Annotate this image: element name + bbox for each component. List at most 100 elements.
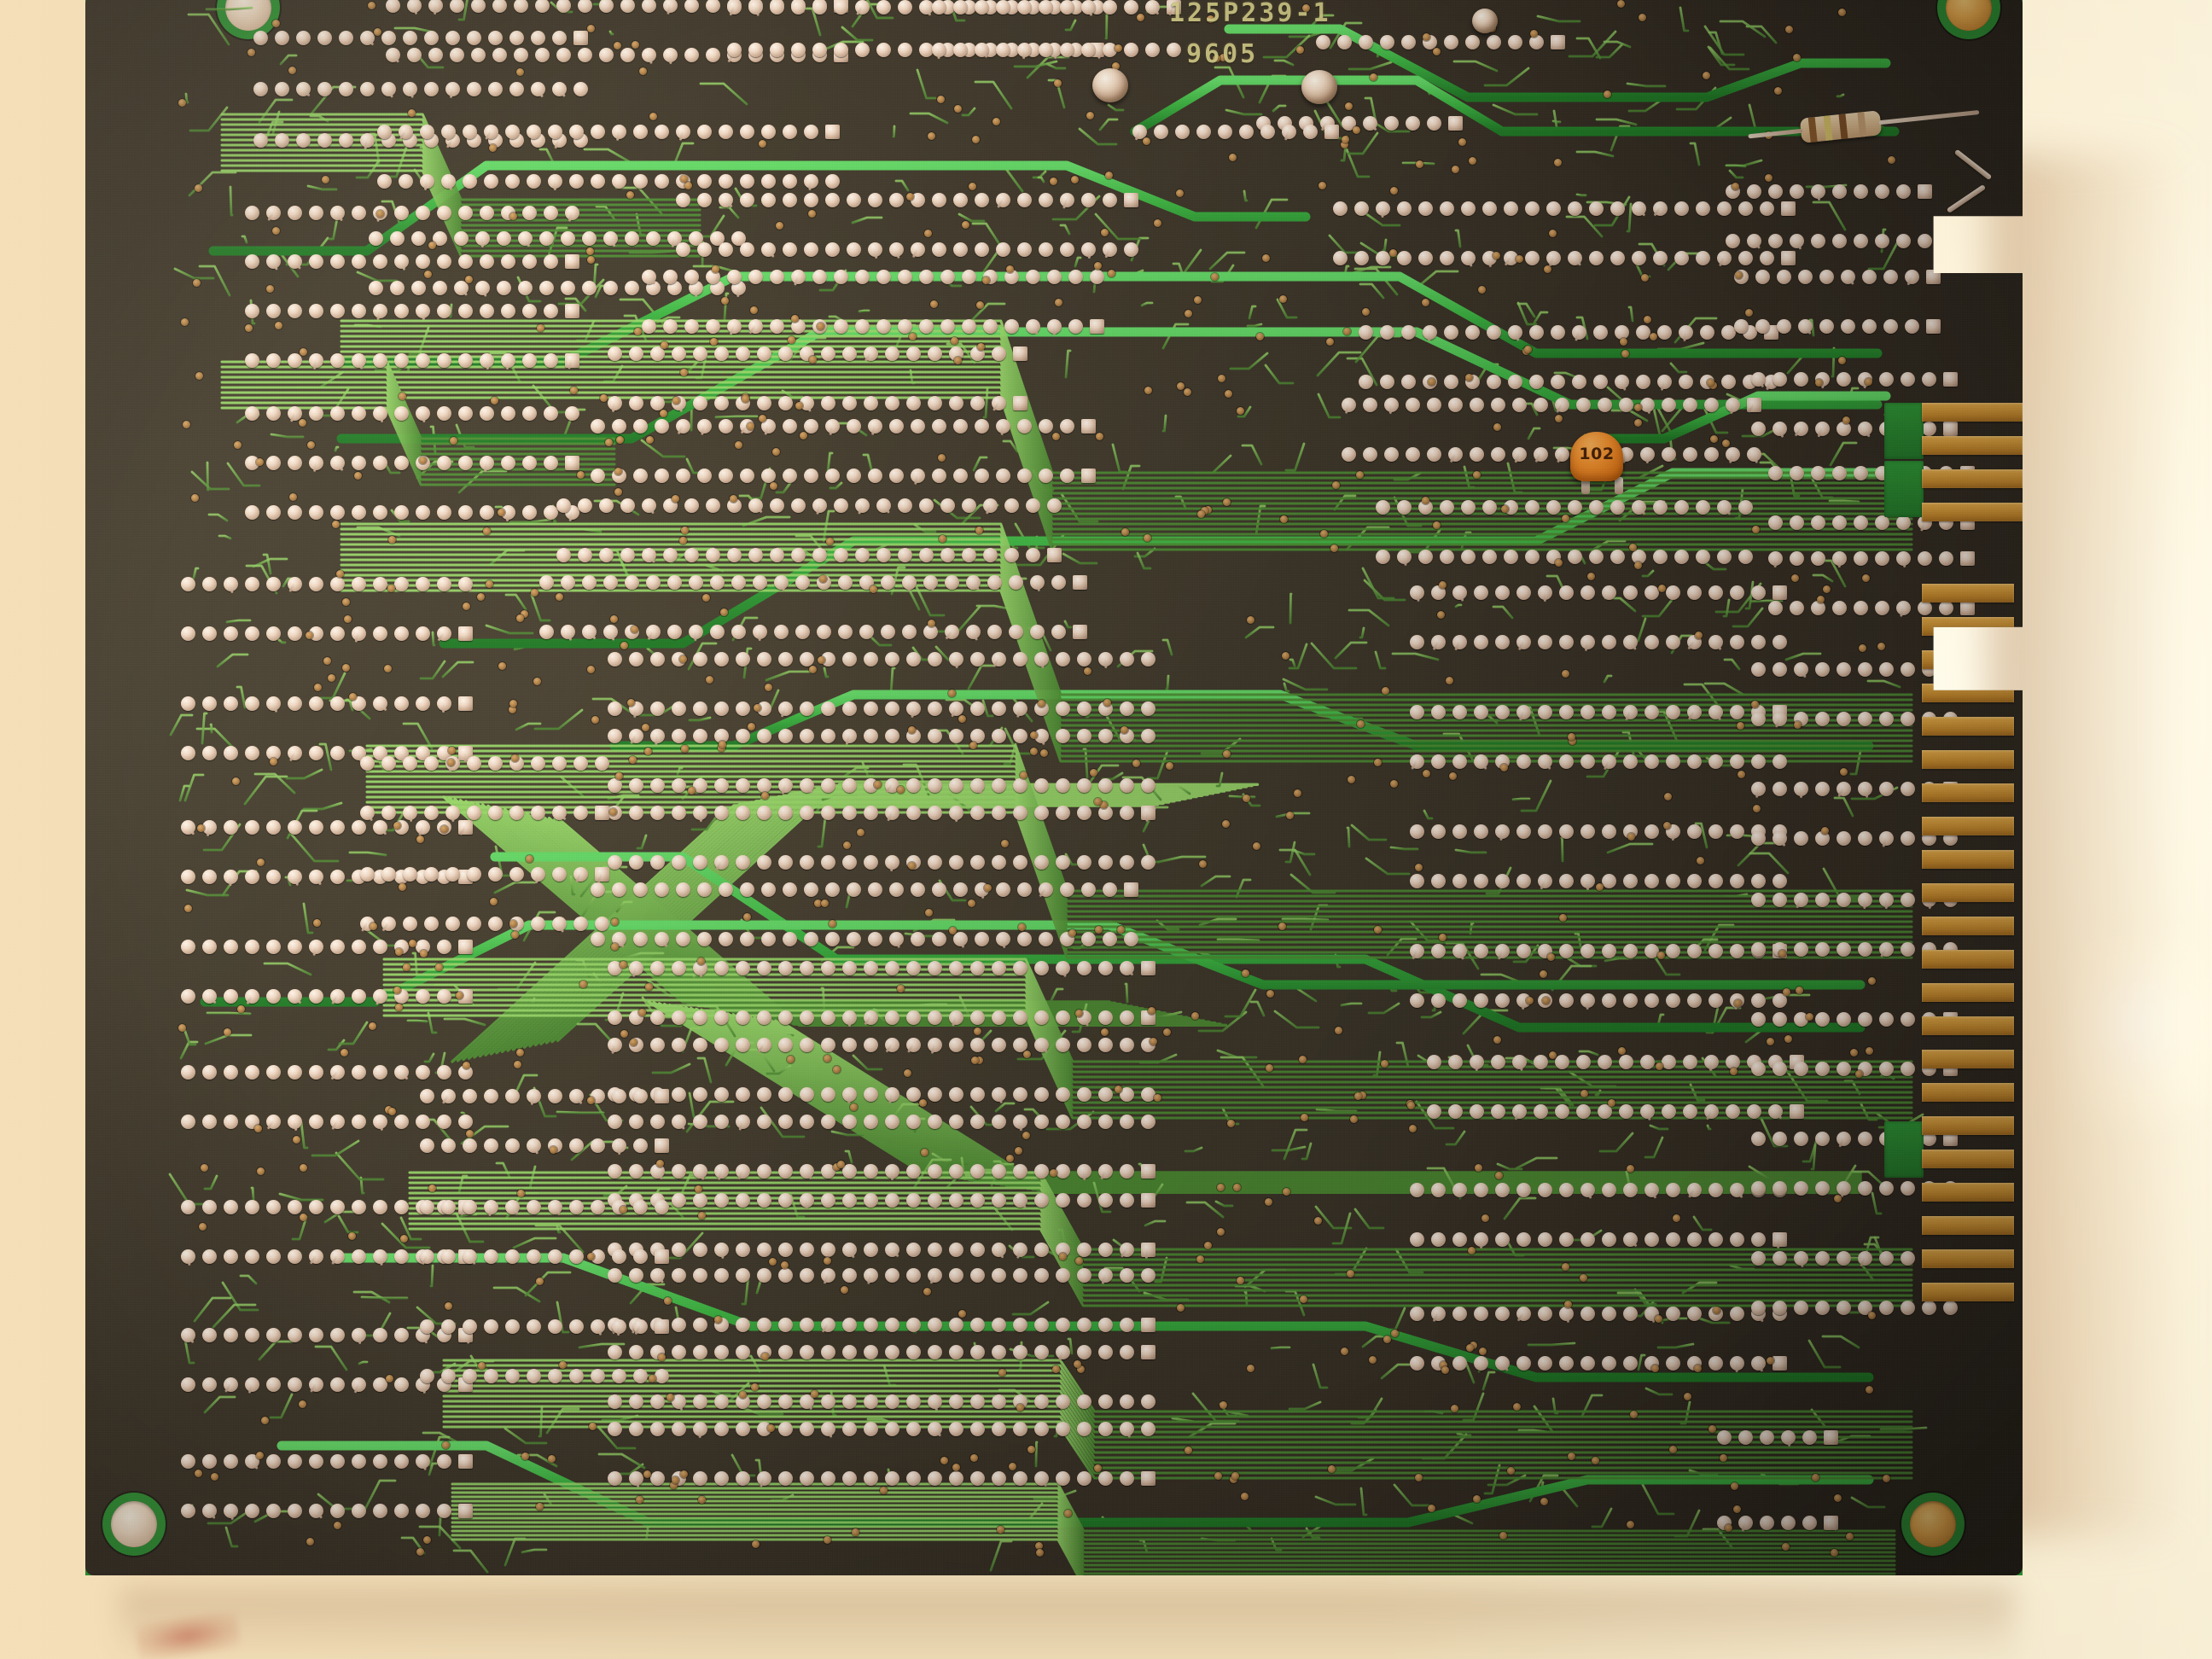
solder-pad: [552, 917, 567, 933]
solder-pad: [1056, 855, 1070, 870]
via: [1296, 46, 1304, 54]
solder-pad: [1862, 270, 1877, 284]
solder-pad: [864, 701, 878, 716]
component-lead-stub: [1625, 711, 1632, 721]
component-lead-stub: [720, 1249, 725, 1260]
via: [419, 457, 427, 464]
component-lead-stub: [1514, 453, 1521, 463]
solder-pad: [330, 1115, 345, 1131]
via: [548, 1455, 556, 1463]
component-lead-stub: [671, 237, 676, 248]
component-lead-stub: [597, 1325, 602, 1336]
solder-pad: [603, 231, 618, 247]
via: [332, 521, 340, 528]
solder-pad: [693, 1394, 707, 1409]
component-lead-stub: [757, 1044, 765, 1053]
via: [1266, 1064, 1273, 1072]
component-lead-stub: [554, 1206, 562, 1216]
solder-pad: [1452, 993, 1467, 1008]
solder-pad: [181, 989, 195, 1004]
via: [322, 176, 329, 183]
solder-pad: [1773, 782, 1787, 796]
solder-pad: [309, 456, 323, 473]
solder-pad: [1905, 319, 1919, 334]
solder-pad: [1580, 874, 1595, 890]
via: [1794, 721, 1802, 729]
solder-pad: [714, 1193, 729, 1208]
solder-pad: [420, 1200, 434, 1214]
solder-pad: [1474, 874, 1488, 888]
solder-pad: [1794, 1062, 1808, 1076]
solder-pad: [1755, 319, 1770, 334]
solder-pad: [390, 231, 405, 246]
component-lead-stub: [997, 199, 1004, 208]
solder-pad: [783, 193, 797, 207]
via: [1526, 997, 1534, 1004]
solder-pad: [992, 1471, 1006, 1486]
via: [1343, 328, 1351, 335]
component-lead-stub: [1728, 453, 1734, 463]
solder-pad: [919, 0, 934, 16]
solder-pad: [1858, 831, 1872, 846]
solder-pad: [1773, 1232, 1787, 1249]
solder-pad: [800, 1422, 814, 1436]
via: [349, 693, 357, 701]
via: [1409, 1125, 1417, 1132]
component-lead-stub: [535, 873, 539, 884]
solder-pad: [1790, 551, 1804, 566]
solder-pad: [458, 940, 473, 954]
solder-pad: [1120, 1038, 1134, 1052]
solder-pad: [864, 346, 878, 362]
solder-pad: [1474, 585, 1488, 600]
solder-pad: [296, 133, 311, 148]
solder-pad: [1572, 375, 1586, 389]
solder-pad: [757, 1318, 771, 1332]
solder-pad: [714, 396, 729, 410]
solder-pad: [1666, 1183, 1680, 1197]
component-lead-stub: [1517, 641, 1525, 651]
solder-pad: [1452, 1232, 1467, 1247]
component-lead-stub: [441, 1095, 450, 1104]
solder-pad: [672, 1318, 686, 1332]
component-lead-stub: [1534, 453, 1542, 463]
via: [533, 678, 541, 685]
solder-pad: [309, 254, 323, 269]
solder-pad: [1056, 701, 1070, 716]
via: [1144, 534, 1151, 542]
via: [976, 301, 984, 309]
solder-pad: [1431, 1307, 1446, 1323]
solder-pad: [565, 353, 579, 370]
solder-pad: [650, 729, 665, 746]
via: [909, 333, 917, 341]
solder-pad: [202, 1200, 217, 1214]
solder-pad: [928, 1345, 942, 1359]
edge-connector-finger: [1922, 469, 2023, 488]
solder-pad: [710, 575, 725, 590]
via: [644, 748, 652, 755]
via: [1243, 795, 1250, 802]
solder-pad: [1704, 447, 1719, 462]
solder-pad: [373, 505, 387, 520]
solder-pad: [800, 778, 814, 794]
solder-pad: [1081, 43, 1096, 57]
solder-pad: [629, 1422, 643, 1436]
via: [1229, 154, 1237, 161]
solder-pad: [885, 778, 899, 794]
solder-pad: [1879, 372, 1894, 387]
solder-pad: [633, 174, 648, 189]
solder-pad: [531, 806, 545, 820]
solder-pad: [480, 406, 494, 421]
solder-pad: [672, 778, 686, 793]
via: [1433, 48, 1441, 55]
solder-pad: [1683, 447, 1697, 462]
via: [1279, 295, 1287, 303]
via: [1282, 652, 1289, 660]
via: [1439, 581, 1447, 589]
solder-pad: [1487, 35, 1501, 49]
solder-pad: [1602, 993, 1616, 1008]
solder-pad: [770, 43, 784, 57]
solder-pad: [505, 1089, 520, 1103]
solder-pad: [1598, 1104, 1612, 1119]
solder-pad: [578, 498, 592, 513]
solder-pad: [497, 281, 511, 295]
